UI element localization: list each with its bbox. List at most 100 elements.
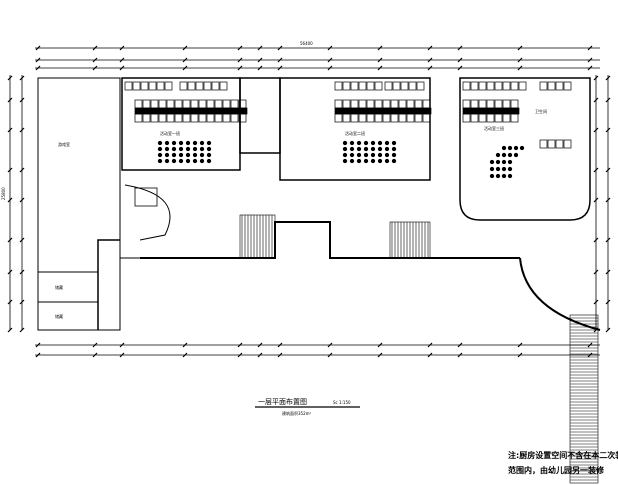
locker — [366, 81, 375, 91]
locker — [222, 99, 231, 109]
dimension-tick — [19, 327, 25, 333]
locker — [502, 81, 511, 91]
chair — [164, 146, 170, 152]
chair — [391, 158, 397, 164]
locker — [392, 81, 401, 91]
locker — [350, 81, 359, 91]
chair — [384, 158, 390, 164]
dimension-tick — [7, 197, 13, 203]
chair — [495, 166, 501, 172]
locker — [230, 113, 239, 123]
locker — [166, 113, 175, 123]
dimension-tick — [92, 65, 98, 71]
dimension-tick — [427, 342, 433, 348]
chair — [192, 140, 198, 146]
locker — [486, 81, 495, 91]
dimension-tick — [182, 45, 188, 51]
chair — [185, 146, 191, 152]
chair — [164, 152, 170, 158]
locker — [366, 113, 375, 123]
dimension-tick — [593, 269, 599, 275]
dimension-total-left: 25800 — [1, 187, 6, 200]
chair — [489, 159, 495, 165]
locker — [374, 113, 383, 123]
locker — [366, 99, 375, 109]
dimension-tick — [237, 352, 243, 358]
dimension-tick — [517, 65, 523, 71]
chair — [192, 146, 198, 152]
dimension-tick — [587, 57, 593, 63]
dimension-tick — [257, 352, 263, 358]
dimension-tick — [119, 352, 125, 358]
locker — [422, 113, 431, 123]
chair — [495, 152, 501, 158]
dimension-tick — [182, 57, 188, 63]
drawing-scale: Sc 1:150 — [333, 400, 351, 405]
note-line-2: 范围内，由幼儿园另一装修 — [508, 465, 605, 475]
dimension-tick — [277, 352, 283, 358]
chair — [199, 140, 205, 146]
locker — [382, 113, 391, 123]
dimension-tick — [19, 269, 25, 275]
chair — [391, 152, 397, 158]
room-label-class-2: 活动室二班 — [345, 130, 365, 136]
chair — [206, 152, 212, 158]
locker — [422, 99, 431, 109]
chair — [349, 146, 355, 152]
chair — [192, 152, 198, 158]
bed-row — [462, 107, 520, 115]
chair — [513, 145, 519, 151]
locker — [206, 113, 215, 123]
dimension-tick — [237, 342, 243, 348]
locker — [462, 99, 471, 109]
locker — [214, 99, 223, 109]
locker — [124, 81, 133, 91]
locker — [414, 99, 423, 109]
dimension-tick — [257, 57, 263, 63]
locker — [555, 139, 564, 149]
locker — [358, 99, 367, 109]
dimension-tick — [237, 57, 243, 63]
chair — [199, 152, 205, 158]
dimension-tick — [119, 57, 125, 63]
locker — [563, 81, 572, 91]
locker — [414, 113, 423, 123]
dimension-tick — [593, 75, 599, 81]
locker — [374, 81, 383, 91]
locker — [494, 113, 503, 123]
dimension-tick — [593, 167, 599, 173]
room-label-class-1: 活动室一班 — [160, 130, 180, 136]
chair — [342, 158, 348, 164]
chair — [356, 140, 362, 146]
locker — [502, 113, 511, 123]
dimension-tick — [35, 352, 41, 358]
chair — [377, 140, 383, 146]
dimension-tick — [605, 127, 611, 133]
locker — [547, 139, 556, 149]
chair — [489, 166, 495, 172]
dimension-tick — [119, 342, 125, 348]
chair — [507, 145, 513, 151]
chair — [349, 140, 355, 146]
locker — [350, 99, 359, 109]
dimension-tick — [593, 237, 599, 243]
locker — [142, 99, 151, 109]
chair — [171, 140, 177, 146]
dimension-tick — [92, 57, 98, 63]
dimension-tick — [92, 352, 98, 358]
locker — [190, 113, 199, 123]
chair — [384, 146, 390, 152]
chair — [513, 152, 519, 158]
chair — [501, 152, 507, 158]
dimension-tick — [19, 197, 25, 203]
dimension-tick — [457, 352, 463, 358]
chair — [495, 173, 501, 179]
dimension-tick — [35, 65, 41, 71]
locker — [510, 81, 519, 91]
locker — [140, 81, 149, 91]
dimension-tick — [237, 45, 243, 51]
locker — [406, 113, 415, 123]
dimension-tick — [35, 57, 41, 63]
locker — [190, 99, 199, 109]
